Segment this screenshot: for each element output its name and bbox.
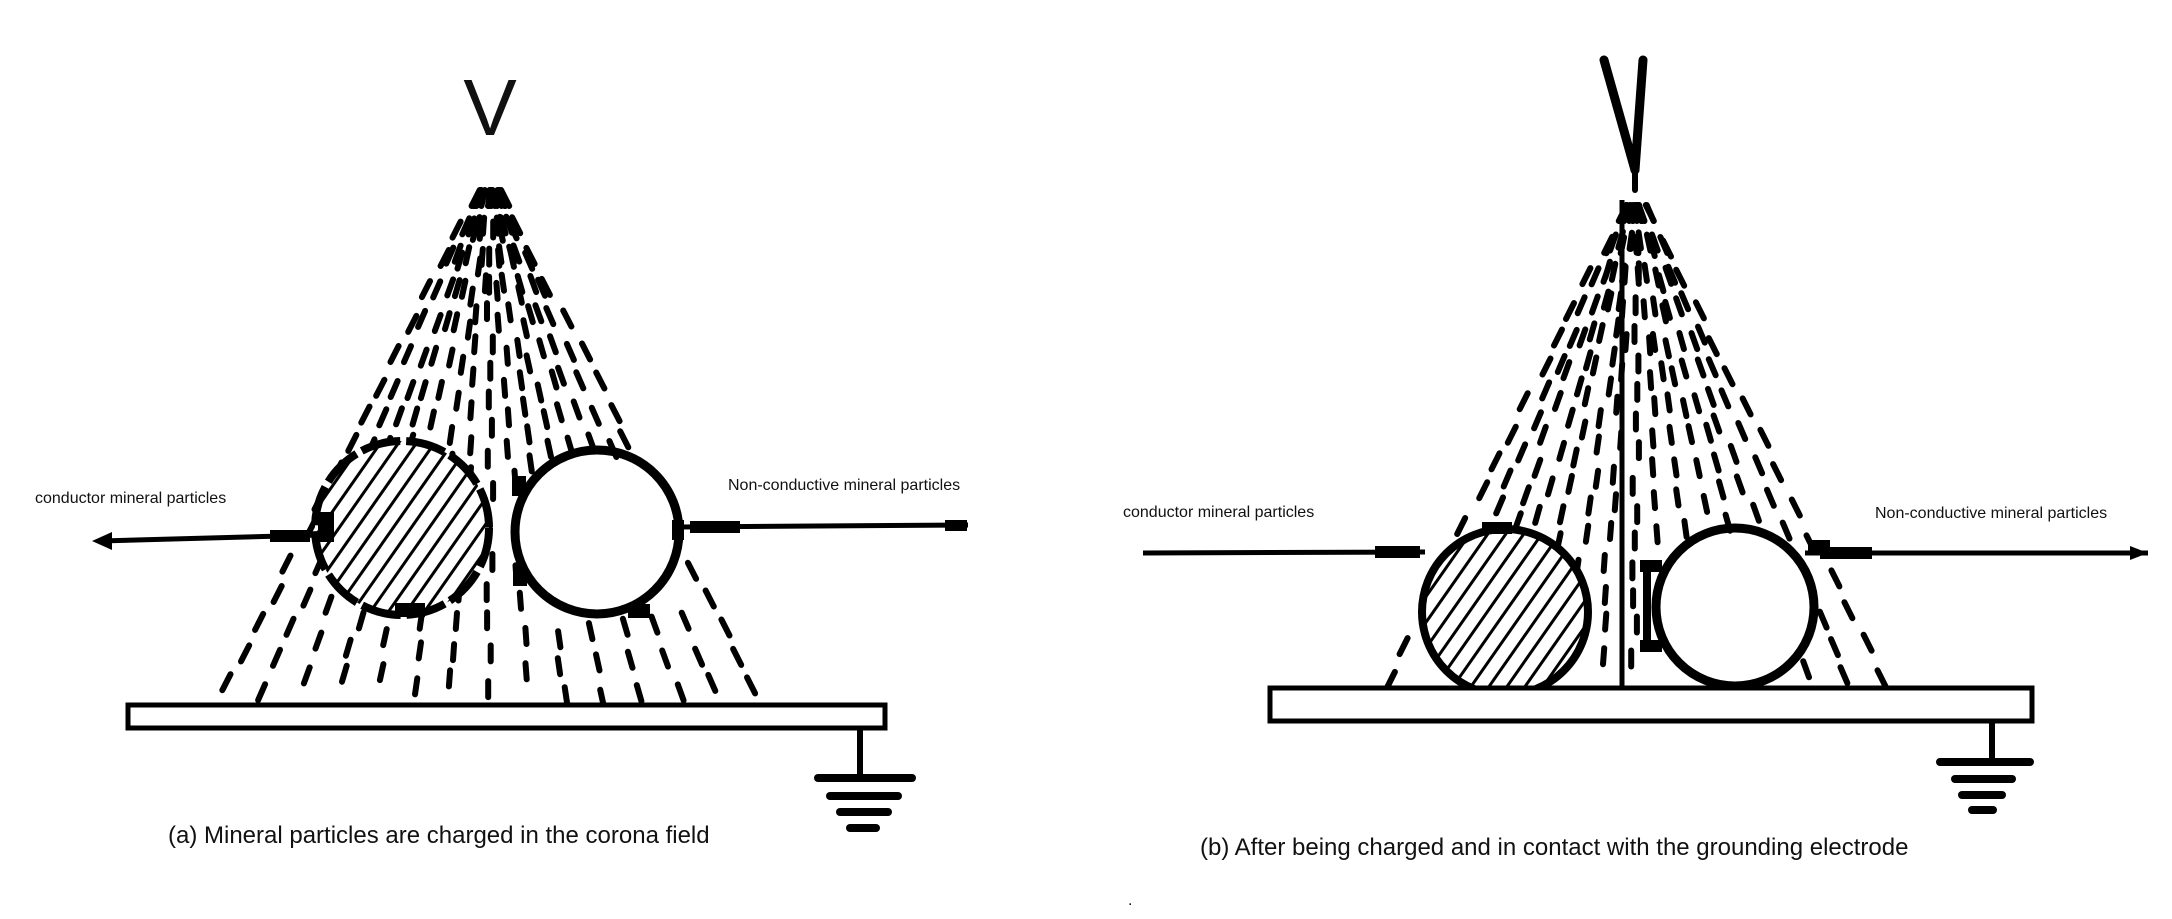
- conductor-particle-b: [1418, 522, 1592, 699]
- needle-electrode-b: [1599, 55, 1648, 193]
- grounded-plate-b: [1267, 685, 2035, 762]
- nonconductive-label-a: Non-conductive mineral particles: [728, 477, 960, 494]
- ground-symbol-b: [1936, 758, 2034, 814]
- conductor-label-b: conductor mineral particles: [1123, 504, 1314, 521]
- caption-b: (b) After being charged and in contact w…: [1200, 834, 1908, 861]
- corona-field-a: [219, 187, 759, 709]
- grounded-plate-a: [125, 702, 888, 778]
- right-pointer-a: [679, 520, 969, 533]
- high-voltage-label: V: [463, 63, 517, 152]
- right-pointer-b: [1805, 546, 2148, 560]
- left-pointer-b: [1142, 546, 1426, 558]
- nonconductive-label-b: Non-conductive mineral particles: [1875, 505, 2107, 522]
- panel-a: V conductor mineral particles: [35, 63, 969, 849]
- caption-a: (a) Mineral particles are charged in the…: [168, 822, 710, 849]
- panel-b: conductor mineral particles Non-conducti…: [1123, 55, 2148, 861]
- corona-field-b: [1383, 202, 1889, 691]
- left-pointer-a: [92, 530, 321, 550]
- conductor-label-a: conductor mineral particles: [35, 490, 226, 507]
- nonconductive-particle-a: [510, 445, 684, 619]
- conductor-particle-a: [311, 437, 493, 619]
- footer-dot: .: [1128, 892, 1132, 909]
- ground-symbol-a: [814, 774, 916, 832]
